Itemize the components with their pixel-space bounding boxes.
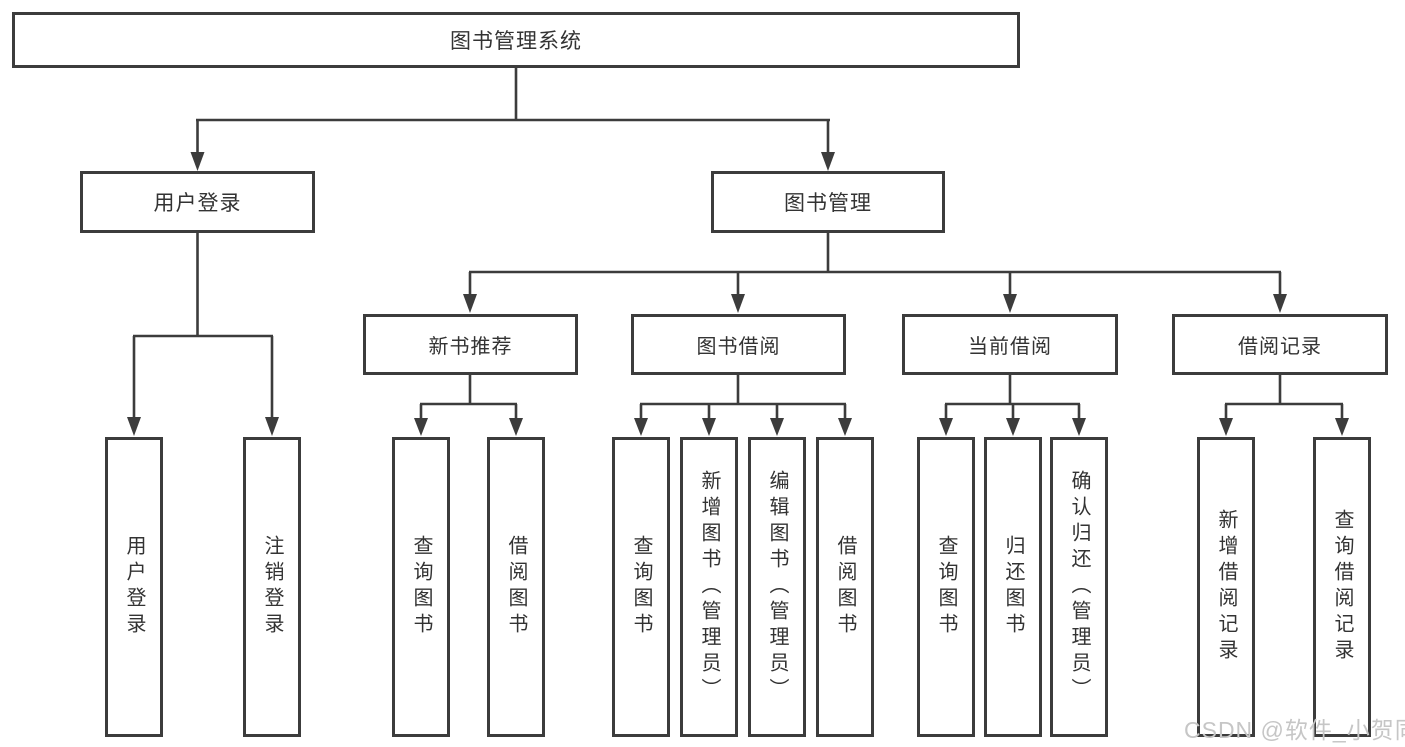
arrowhead-icon: [634, 418, 648, 436]
arrowhead-icon: [509, 418, 523, 436]
leaf-edit-book-admin: 编辑图书（管理员）: [748, 437, 806, 737]
node-label: 新增借阅记录: [1215, 509, 1237, 665]
node-label: 编辑图书（管理员）: [766, 470, 788, 704]
arrowhead-icon: [1335, 418, 1349, 436]
leaf-borrow-books-recommend: 借阅图书: [487, 437, 545, 737]
arrowhead-icon: [838, 418, 852, 436]
node-library-system: 图书管理系统: [12, 12, 1020, 68]
leaf-return-book: 归还图书: [984, 437, 1042, 737]
leaf-add-borrow-record: 新增借阅记录: [1197, 437, 1255, 737]
node-label: 借阅记录: [1238, 336, 1322, 358]
node-label: 查询借阅记录: [1331, 509, 1353, 665]
arrowhead-icon: [770, 418, 784, 436]
leaf-logout: 注销登录: [243, 437, 301, 737]
node-user-login: 用户登录: [80, 171, 315, 233]
node-label: 用户登录: [153, 192, 242, 215]
leaf-borrow-books-borrow: 借阅图书: [816, 437, 874, 737]
csdn-watermark: CSDN @软件_小贺同学: [1184, 717, 1405, 743]
node-label: 图书管理: [784, 192, 872, 215]
node-label: 查询图书: [935, 535, 957, 639]
arrowhead-icon: [1006, 418, 1020, 436]
node-label: 图书借阅: [696, 336, 781, 358]
node-label: 确认归还（管理员）: [1068, 470, 1090, 704]
arrowhead-icon: [127, 417, 141, 436]
node-label: 新书推荐: [428, 336, 513, 358]
leaf-query-borrow-record: 查询借阅记录: [1313, 437, 1371, 737]
leaf-query-books-recommend: 查询图书: [392, 437, 450, 737]
arrowhead-icon: [939, 418, 953, 436]
arrowhead-icon: [1273, 294, 1287, 313]
arrowhead-icon: [1072, 418, 1086, 436]
arrowhead-icon: [265, 417, 279, 436]
node-label: 图书管理系统: [450, 30, 582, 53]
leaf-user-login: 用户登录: [105, 437, 163, 737]
leaf-query-books-borrow: 查询图书: [612, 437, 670, 737]
leaf-query-books-current: 查询图书: [917, 437, 975, 737]
node-label: 借阅图书: [505, 535, 527, 639]
node-new-book-recommend: 新书推荐: [363, 314, 578, 375]
leaf-confirm-return-admin: 确认归还（管理员）: [1050, 437, 1108, 737]
arrowhead-icon: [702, 418, 716, 436]
arrowhead-icon: [463, 294, 477, 313]
arrowhead-icon: [821, 152, 835, 171]
node-label: 归还图书: [1002, 535, 1024, 639]
node-current-borrow: 当前借阅: [902, 314, 1118, 375]
node-book-management: 图书管理: [711, 171, 945, 233]
arrowhead-icon: [1003, 294, 1017, 313]
node-label: 注销登录: [261, 535, 283, 639]
arrowhead-icon: [414, 418, 428, 436]
node-borrow-records: 借阅记录: [1172, 314, 1388, 375]
arrowhead-icon: [1219, 418, 1233, 436]
arrowhead-icon: [190, 152, 205, 171]
node-label: 新增图书（管理员）: [698, 470, 720, 704]
arrowhead-icon: [731, 294, 745, 313]
node-label: 查询图书: [630, 535, 652, 639]
node-label: 借阅图书: [834, 535, 856, 639]
leaf-add-book-admin: 新增图书（管理员）: [680, 437, 738, 737]
node-label: 当前借阅: [968, 336, 1052, 358]
node-label: 用户登录: [123, 535, 145, 639]
node-label: 查询图书: [410, 535, 432, 639]
node-book-borrow: 图书借阅: [631, 314, 846, 375]
